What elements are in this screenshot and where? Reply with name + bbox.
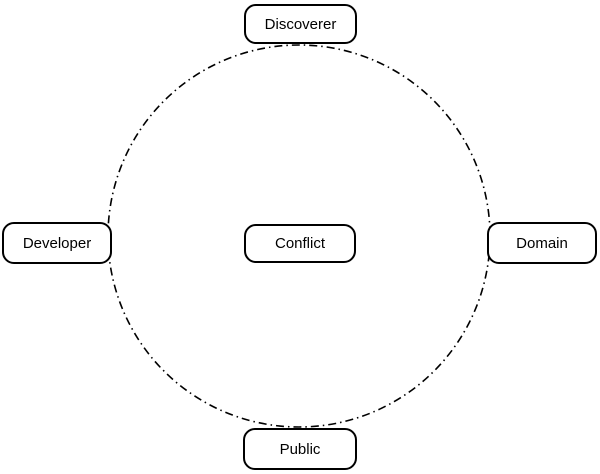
node-public-label: Public (279, 440, 321, 458)
node-discoverer: Discoverer (244, 4, 357, 44)
node-developer-label: Developer (22, 234, 92, 252)
node-conflict: Conflict (244, 224, 356, 263)
node-domain-label: Domain (516, 234, 568, 252)
node-domain: Domain (487, 222, 597, 264)
node-conflict-label: Conflict (274, 235, 326, 252)
node-public: Public (243, 428, 357, 470)
node-developer: Developer (2, 222, 112, 264)
node-discoverer-label: Discoverer (264, 15, 337, 33)
